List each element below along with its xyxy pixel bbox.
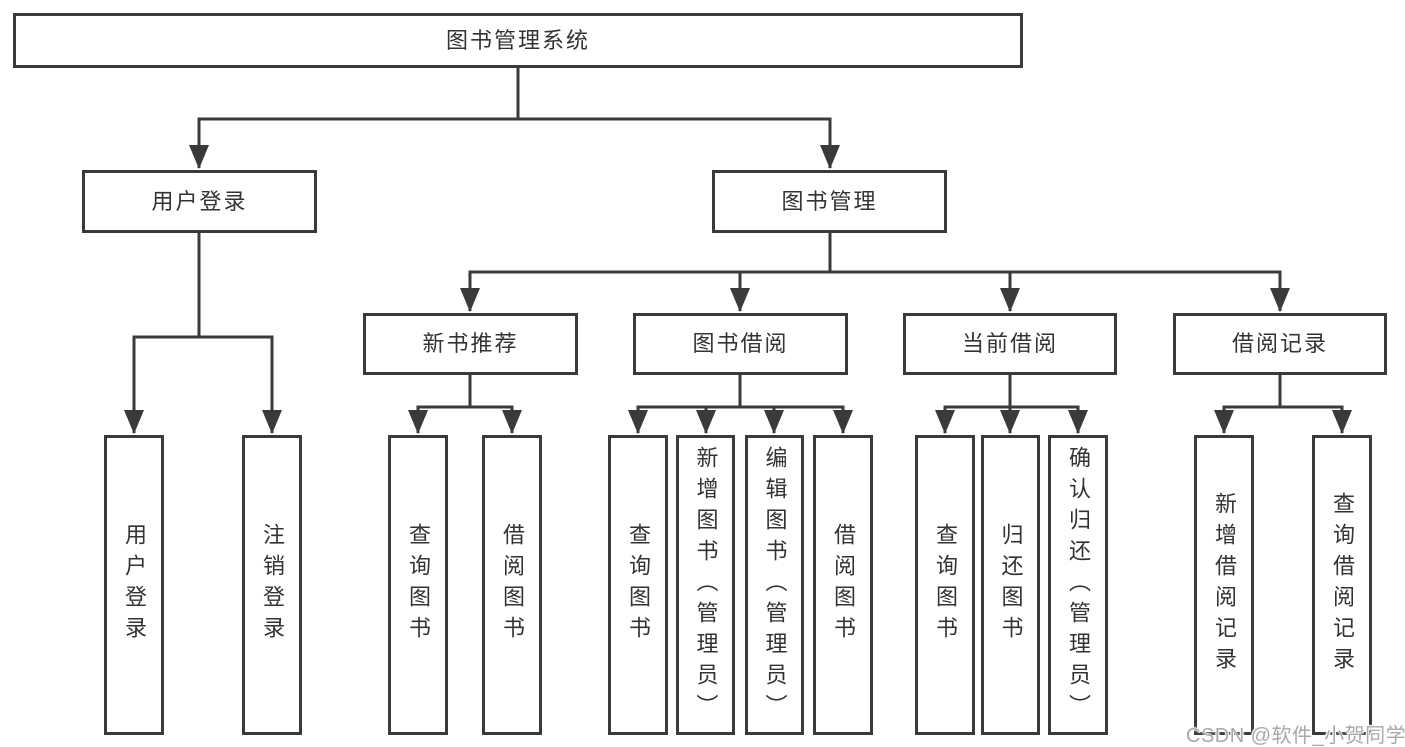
leaf-logout: 注销登录 [242, 435, 302, 735]
node-user-login: 用户登录 [82, 170, 317, 233]
node-current-borrow: 当前借阅 [903, 313, 1117, 375]
leaf-add-books-admin: 新增图书（管理员） [676, 435, 735, 735]
leaf-add-borrow-record: 新增借阅记录 [1194, 435, 1254, 735]
leaf-return-books: 归还图书 [981, 435, 1040, 735]
node-book-borrow: 图书借阅 [633, 313, 848, 375]
leaf-query-books-borrow: 查询图书 [608, 435, 668, 735]
tree-edges [124, 68, 1352, 434]
csdn-watermark: CSDN @软件_小贺同学 [1186, 725, 1405, 747]
leaf-query-books-recommend: 查询图书 [388, 435, 448, 735]
node-library-management-system: 图书管理系统 [13, 13, 1023, 68]
leaf-user-login: 用户登录 [104, 435, 164, 735]
leaf-query-borrow-record: 查询借阅记录 [1312, 435, 1372, 735]
leaf-edit-books-admin: 编辑图书（管理员） [745, 435, 804, 735]
leaf-borrow-books-borrow: 借阅图书 [813, 435, 873, 735]
leaf-query-books-current: 查询图书 [915, 435, 975, 735]
leaf-confirm-return-admin: 确认归还（管理员） [1048, 435, 1108, 735]
node-new-book-recommend: 新书推荐 [363, 313, 578, 375]
node-book-management: 图书管理 [712, 170, 947, 233]
leaf-borrow-books-recommend: 借阅图书 [482, 435, 542, 735]
node-borrow-records: 借阅记录 [1173, 313, 1387, 375]
